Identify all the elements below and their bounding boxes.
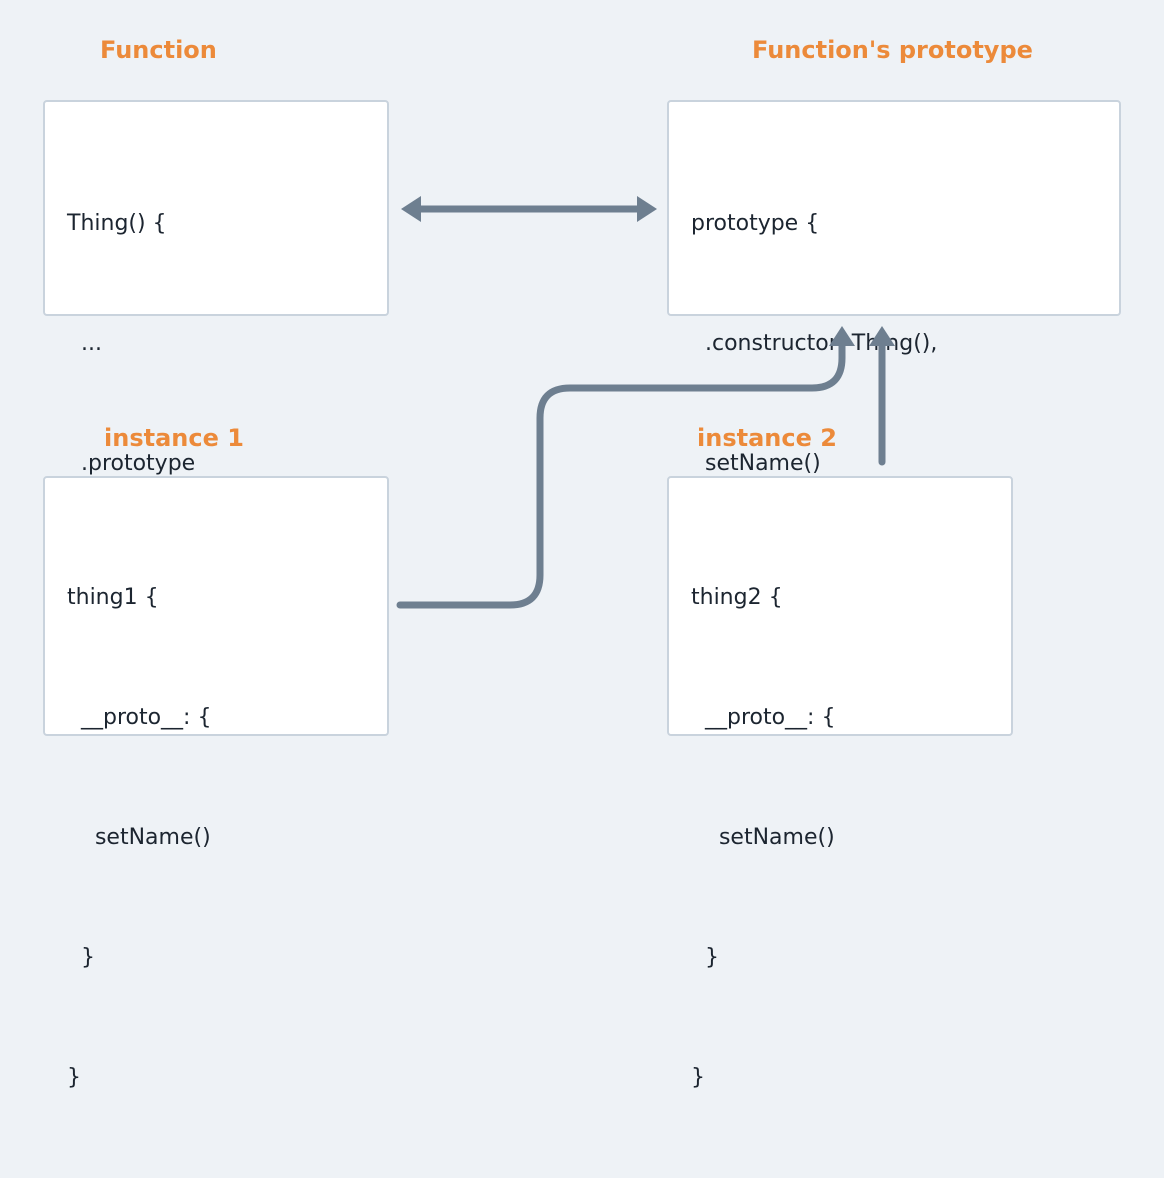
code-line: Thing() { [67, 211, 167, 236]
instance-1-title: instance 1 [104, 424, 244, 452]
code-line: thing1 { [67, 585, 159, 610]
code-line: ... [67, 331, 102, 356]
code-line: __proto__: { [67, 705, 212, 730]
arrowhead-up-2 [869, 326, 895, 346]
code-line: setName() [67, 825, 211, 850]
code-line: prototype { [691, 211, 820, 236]
prototype-box: prototype { .constructor: Thing(), setNa… [667, 100, 1121, 596]
instance-2-title: instance 2 [697, 424, 837, 452]
code-line: setName() [691, 451, 821, 476]
function-code: Thing() { ... .prototype } [67, 124, 195, 684]
code-line: setName() [691, 825, 835, 850]
code-line: } [67, 1065, 81, 1090]
arrowhead-up-1 [829, 326, 855, 346]
arrowhead-right [637, 196, 657, 222]
connector-arrows [396, 196, 895, 609]
code-line: } [691, 945, 719, 970]
code-line: } [691, 1065, 705, 1090]
function-box: Thing() { ... .prototype } [43, 100, 389, 596]
code-line: thing2 { [691, 585, 783, 610]
code-line: .constructor: Thing(), [691, 331, 938, 356]
instance-1-box: thing1 { __proto__: { setName() } } [43, 476, 389, 1090]
code-line: } [67, 945, 95, 970]
function-title: Function [100, 36, 217, 64]
code-line: .prototype [67, 451, 196, 476]
instance-1-proto-link [396, 341, 846, 609]
arrowhead-left [401, 196, 421, 222]
code-line: __proto__: { [691, 705, 836, 730]
prototype-title: Function's prototype [752, 36, 1033, 64]
